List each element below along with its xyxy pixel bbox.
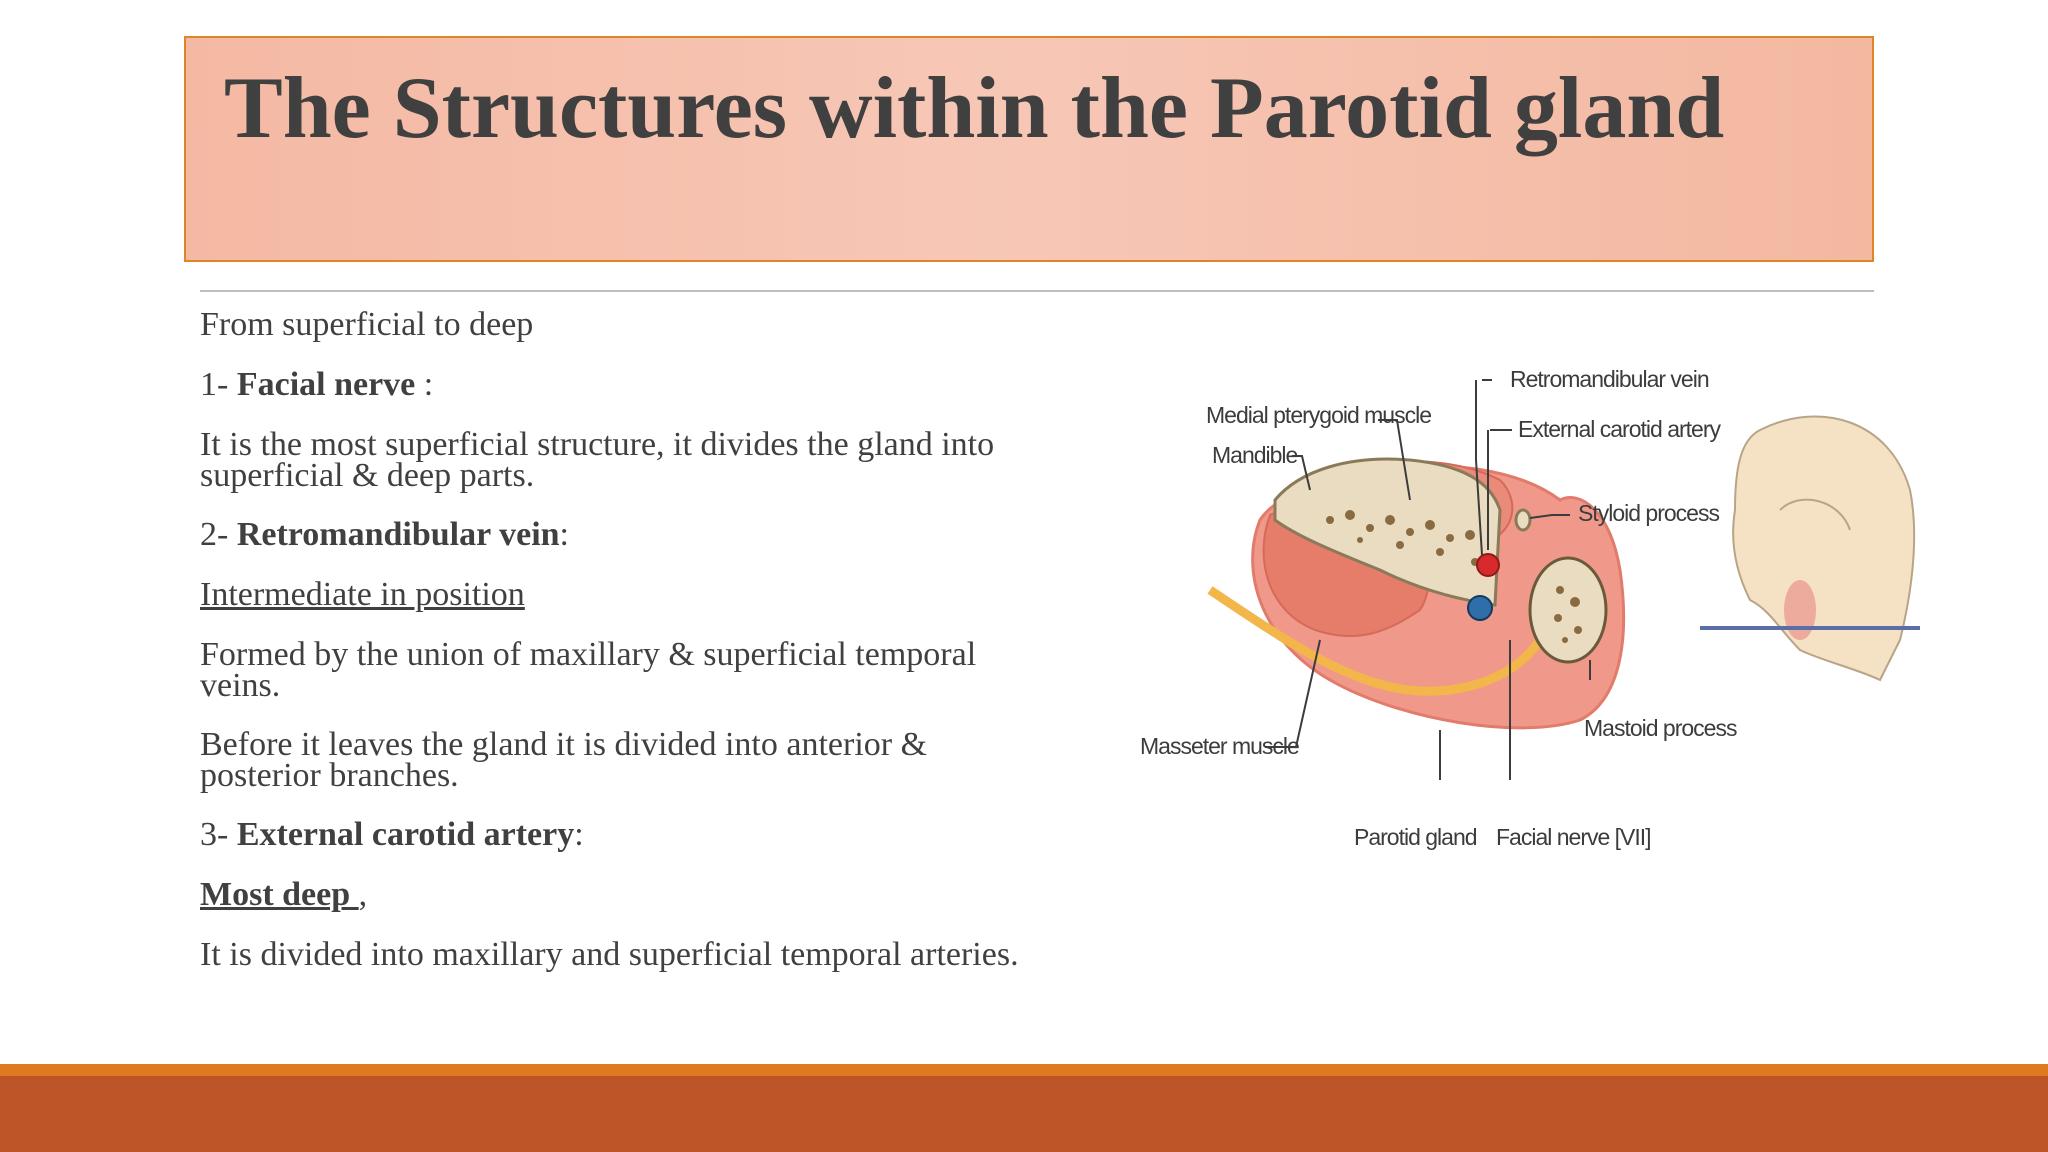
- mandible-bone-texture: [1326, 510, 1479, 566]
- slide-title: The Structures within the Parotid gland: [224, 60, 1725, 157]
- item-facial-nerve-name: Facial nerve: [236, 366, 416, 403]
- retromandibular-desc-2a: Before it leaves the gland it is divided…: [200, 726, 928, 763]
- footer-band: [0, 1076, 2048, 1152]
- item-external-carotid: 3- External carotid artery:: [200, 816, 584, 853]
- item-retromandibular-vein: 2- Retromandibular vein:: [200, 516, 569, 553]
- label-external-carotid: External carotid artery: [1518, 416, 1721, 442]
- external-carotid-position: Most deep ,: [200, 876, 368, 913]
- parotid-diagram: Retromandibular vein Medial pterygoid mu…: [1140, 366, 1920, 850]
- external-carotid-artery-shape: [1476, 553, 1500, 577]
- facial-nerve-desc-2: superficial & deep parts.: [200, 457, 535, 494]
- label-retromandibular-vein: Retromandibular vein: [1510, 366, 1709, 392]
- retromandibular-vein-shape: [1467, 595, 1493, 621]
- retromandibular-desc-2b: posterior branches.: [200, 757, 459, 794]
- skull-sketch: [1732, 415, 1916, 682]
- retromandibular-position: Intermediate in position: [200, 576, 525, 613]
- divider: [200, 290, 1874, 292]
- facial-nerve-desc-1: It is the most superficial structure, it…: [200, 426, 995, 463]
- item-external-carotid-name: External carotid artery: [236, 816, 575, 853]
- label-parotid: Parotid gland: [1354, 824, 1477, 850]
- title-banner: The Structures within the Parotid gland: [184, 36, 1874, 262]
- label-mandible: Mandible: [1212, 442, 1298, 468]
- mastoid-process-shape: [1528, 556, 1608, 664]
- mandible-shape: [1273, 457, 1502, 607]
- retromandibular-desc-1a: Formed by the union of maxillary & super…: [200, 636, 977, 673]
- label-facial-nerve: Facial nerve [VII]: [1496, 824, 1651, 850]
- label-styloid: Styloid process: [1578, 500, 1719, 526]
- intro-text: From superficial to deep: [200, 306, 534, 343]
- item-facial-nerve: 1- Facial nerve :: [200, 366, 434, 403]
- external-carotid-desc: It is divided into maxillary and superfi…: [200, 936, 1019, 973]
- label-medial-pterygoid: Medial pterygoid muscle: [1206, 402, 1431, 428]
- label-masseter: Masseter muscle: [1140, 733, 1299, 759]
- styloid-process-shape: [1514, 508, 1532, 532]
- label-mastoid: Mastoid process: [1584, 715, 1737, 741]
- item-retromandibular-vein-name: Retromandibular vein: [236, 516, 560, 553]
- footer-stripe: [0, 1064, 2048, 1076]
- skull-parotid-highlight: [1784, 580, 1816, 640]
- retromandibular-desc-1b: veins.: [200, 667, 281, 704]
